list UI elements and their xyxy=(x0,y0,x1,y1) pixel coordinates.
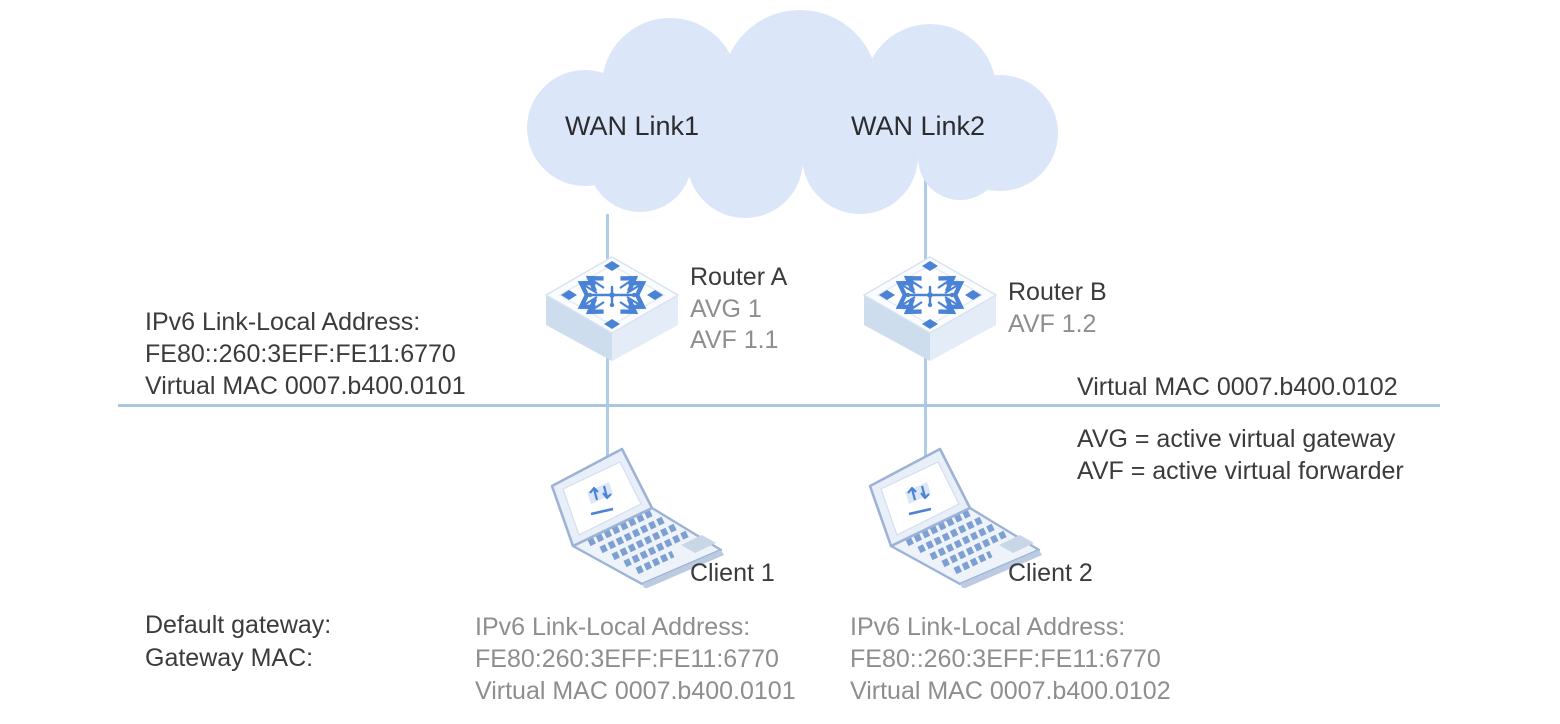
legend: AVG = active virtual gateway AVF = activ… xyxy=(1077,423,1404,487)
client1-ipv6-address: FE80:260:3EFF:FE11:6770 xyxy=(475,645,779,673)
client2-ipv6-address: FE80::260:3EFF:FE11:6770 xyxy=(850,645,1161,673)
gateway-mac-label: Gateway MAC: xyxy=(145,644,314,672)
gateway-left-ipv6-address: FE80::260:3EFF:FE11:6770 xyxy=(145,340,456,368)
footer-gateway-labels: Default gateway: Gateway MAC: xyxy=(145,609,331,675)
legend-avg: AVG = active virtual gateway xyxy=(1077,425,1396,453)
gateway-info-left: IPv6 Link-Local Address: FE80::260:3EFF:… xyxy=(145,306,466,402)
wan-link2-label: WAN Link2 xyxy=(851,111,986,141)
gateway-right-virtual-mac: Virtual MAC 0007.b400.0102 xyxy=(1077,373,1398,401)
wan-cloud-icon xyxy=(527,10,1058,218)
gateway-left-virtual-mac: Virtual MAC 0007.b400.0101 xyxy=(145,372,466,400)
client1-ipv6-label: IPv6 Link-Local Address: xyxy=(475,613,751,641)
client1-virtual-mac: Virtual MAC 0007.b400.0101 xyxy=(475,677,796,705)
router-a-icon xyxy=(542,253,682,365)
client1-address-block: IPv6 Link-Local Address: FE80:260:3EFF:F… xyxy=(475,611,796,707)
router-b-icon xyxy=(860,253,1000,365)
lan-segment-line xyxy=(118,404,1440,407)
gateway-left-ipv6-label: IPv6 Link-Local Address: xyxy=(145,308,421,336)
router-b-role-avf: AVF 1.2 xyxy=(1008,310,1097,338)
router-b-name: Router B xyxy=(1008,278,1107,306)
legend-avf: AVF = active virtual forwarder xyxy=(1077,457,1404,485)
default-gateway-label: Default gateway: xyxy=(145,611,332,639)
client2-virtual-mac: Virtual MAC 0007.b400.0102 xyxy=(850,677,1171,705)
client2-address-block: IPv6 Link-Local Address: FE80::260:3EFF:… xyxy=(850,611,1171,707)
client2-name: Client 2 xyxy=(1008,559,1093,587)
router-a-name: Router A xyxy=(690,263,788,291)
client1-name: Client 1 xyxy=(690,559,775,587)
router-a-role-avf: AVF 1.1 xyxy=(690,326,779,354)
wan-link1-label: WAN Link1 xyxy=(565,111,700,141)
router-a-role-avg: AVG 1 xyxy=(690,295,762,323)
client2-ipv6-label: IPv6 Link-Local Address: xyxy=(850,613,1126,641)
